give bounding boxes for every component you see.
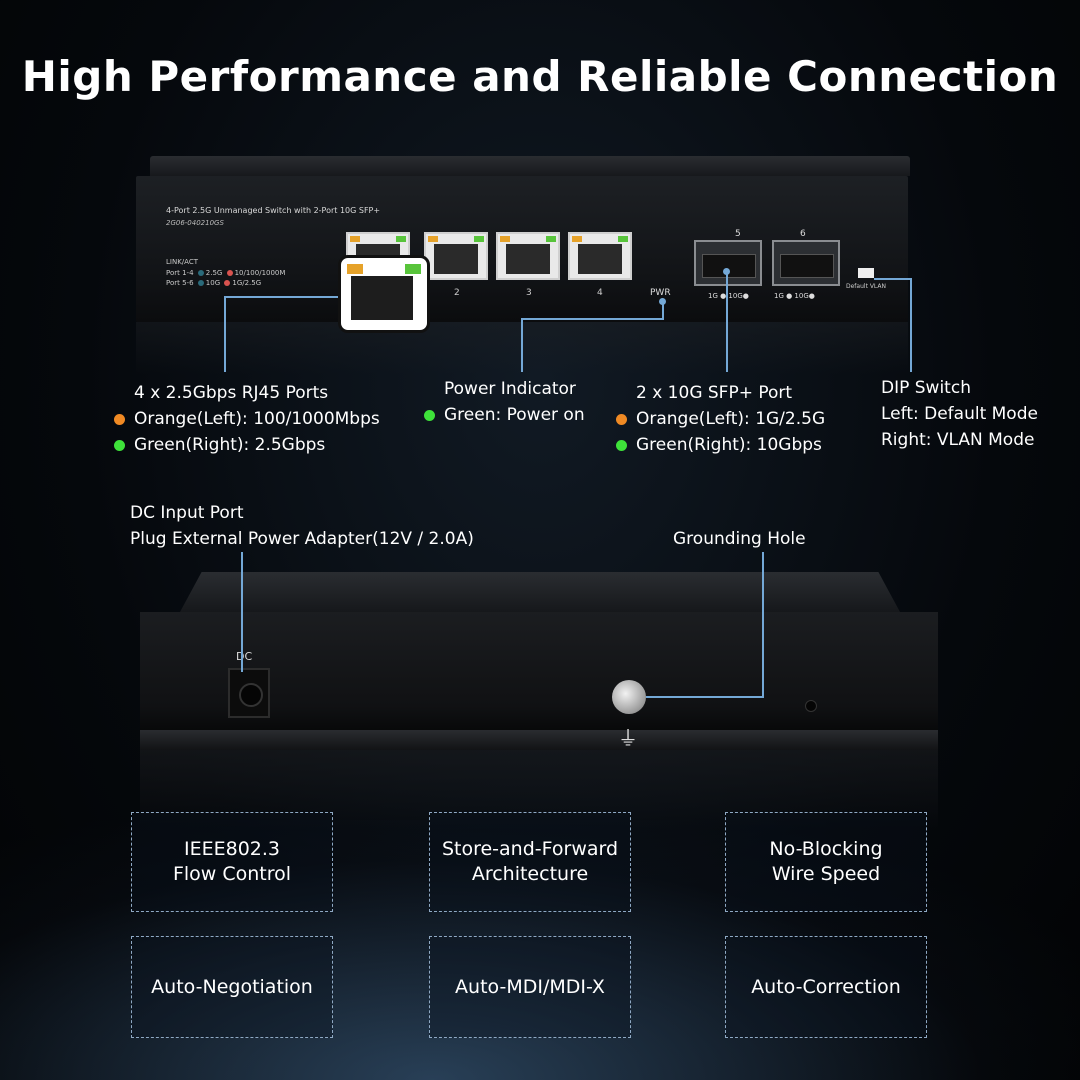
led-legend-row1-label: Port 1-4 bbox=[166, 269, 194, 277]
callout-line bbox=[521, 318, 523, 372]
model-name: 4-Port 2.5G Unmanaged Switch with 2-Port… bbox=[166, 206, 381, 215]
callout-dip-title: DIP Switch bbox=[881, 378, 971, 398]
led-legend-row2-label: Port 5-6 bbox=[166, 279, 194, 287]
dip-switch bbox=[858, 268, 874, 278]
led-legend-row1-b: 10/100/1000M bbox=[234, 269, 286, 277]
callout-sfp-line1-text: Orange(Left): 1G/2.5G bbox=[636, 409, 826, 429]
led-dot-icon bbox=[197, 280, 204, 286]
callout-line bbox=[224, 296, 226, 372]
led-legend-row2-a: 10G bbox=[205, 279, 221, 287]
orange-dot-icon bbox=[616, 414, 627, 425]
callout-rj45-title: 4 x 2.5Gbps RJ45 Ports bbox=[134, 383, 329, 403]
feature-no-blocking-text: No-Blocking Wire Speed bbox=[769, 838, 883, 885]
callout-rj45-line2: Green(Right): 2.5Gbps bbox=[114, 432, 380, 458]
callout-line bbox=[646, 696, 764, 698]
callout-line bbox=[241, 552, 243, 672]
callout-node bbox=[659, 298, 666, 305]
sfp-number: 6 bbox=[800, 229, 806, 239]
callout-line bbox=[726, 272, 728, 372]
led-dot-icon bbox=[226, 270, 233, 276]
sfp-port-5 bbox=[694, 240, 762, 286]
callout-line bbox=[762, 552, 764, 698]
callout-dc: DC Input Port Plug External Power Adapte… bbox=[130, 500, 474, 552]
led-legend-row2-b: 1G/2.5G bbox=[232, 279, 262, 287]
switch-back-bottom bbox=[140, 730, 938, 750]
vent-hole bbox=[805, 700, 817, 712]
callout-power: Power Indicator Green: Power on bbox=[424, 376, 585, 428]
led-legend-row1: Port 1-4 2.5G 10/100/1000M bbox=[166, 269, 285, 277]
feature-auto-negotiation: Auto-Negotiation bbox=[131, 936, 333, 1038]
led-legend-row2: Port 5-6 10G 1G/2.5G bbox=[166, 279, 261, 287]
callout-ground: Grounding Hole bbox=[673, 526, 806, 552]
led-dot-icon bbox=[224, 280, 231, 286]
callout-line bbox=[910, 278, 912, 372]
ground-icon: ⏚ bbox=[618, 726, 638, 750]
sfp-port-6 bbox=[772, 240, 840, 286]
model-code: 2G06-040210GS bbox=[166, 219, 224, 227]
callout-dc-line1: Plug External Power Adapter(12V / 2.0A) bbox=[130, 529, 474, 549]
callout-node bbox=[723, 268, 730, 275]
sfp-number: 5 bbox=[735, 229, 741, 239]
switch-front-top bbox=[150, 156, 910, 176]
callout-power-title: Power Indicator bbox=[444, 379, 576, 399]
callout-line bbox=[662, 300, 664, 320]
pwr-label: PWR bbox=[650, 288, 671, 298]
callout-ground-title: Grounding Hole bbox=[673, 529, 806, 549]
callout-sfp-line2-text: Green(Right): 10Gbps bbox=[636, 435, 822, 455]
fog-background bbox=[0, 820, 1080, 1080]
port-number: 3 bbox=[526, 288, 532, 298]
feature-auto-negotiation-text: Auto-Negotiation bbox=[151, 975, 313, 998]
callout-dip: DIP Switch Left: Default Mode Right: VLA… bbox=[881, 375, 1038, 453]
feature-auto-correction-text: Auto-Correction bbox=[751, 975, 901, 998]
rj45-port-3 bbox=[496, 232, 560, 280]
callout-dc-title: DC Input Port bbox=[130, 503, 244, 523]
led-legend-row1-a: 2.5G bbox=[205, 269, 223, 277]
callout-sfp-title: 2 x 10G SFP+ Port bbox=[636, 383, 793, 403]
callout-sfp-line1: Orange(Left): 1G/2.5G bbox=[616, 406, 825, 432]
feature-flow-control: IEEE802.3 Flow Control bbox=[131, 812, 333, 912]
feature-no-blocking: No-Blocking Wire Speed bbox=[725, 812, 927, 912]
callout-power-line1-text: Green: Power on bbox=[444, 405, 585, 425]
green-dot-icon bbox=[424, 410, 435, 421]
callout-line bbox=[874, 278, 912, 280]
callout-rj45: 4 x 2.5Gbps RJ45 Ports Orange(Left): 100… bbox=[114, 380, 380, 458]
rj45-port-4 bbox=[568, 232, 632, 280]
port-number: 4 bbox=[597, 288, 603, 298]
feature-auto-correction: Auto-Correction bbox=[725, 936, 927, 1038]
switch-back-reflection bbox=[140, 750, 938, 830]
feature-store-forward: Store-and-Forward Architecture bbox=[429, 812, 631, 912]
callout-dip-line2: Right: VLAN Mode bbox=[881, 430, 1035, 450]
sfp-speed-label: 1G ● 10G● bbox=[774, 292, 815, 300]
callout-sfp: 2 x 10G SFP+ Port Orange(Left): 1G/2.5G … bbox=[616, 380, 825, 458]
switch-back-top bbox=[180, 572, 900, 612]
dip-switch-label: Default VLAN bbox=[846, 283, 887, 290]
callout-rj45-line1: Orange(Left): 100/1000Mbps bbox=[114, 406, 380, 432]
callout-rj45-line2-text: Green(Right): 2.5Gbps bbox=[134, 435, 326, 455]
feature-flow-control-text: IEEE802.3 Flow Control bbox=[172, 838, 292, 885]
page-title: High Performance and Reliable Connection bbox=[21, 52, 1059, 101]
callout-power-line1: Green: Power on bbox=[424, 402, 585, 428]
orange-dot-icon bbox=[114, 414, 125, 425]
grounding-screw bbox=[612, 680, 646, 714]
rj45-port-2 bbox=[424, 232, 488, 280]
feature-store-forward-text: Store-and-Forward Architecture bbox=[441, 838, 619, 885]
led-dot-icon bbox=[197, 270, 204, 276]
dc-label: DC bbox=[236, 650, 253, 663]
rj45-zoom-inset bbox=[338, 255, 430, 333]
callout-line bbox=[521, 318, 663, 320]
feature-auto-mdi-text: Auto-MDI/MDI-X bbox=[455, 975, 605, 998]
green-dot-icon bbox=[616, 440, 627, 451]
dc-jack bbox=[228, 668, 270, 718]
callout-line bbox=[224, 296, 338, 298]
port-number: 2 bbox=[454, 288, 460, 298]
switch-back-panel bbox=[140, 612, 938, 730]
green-dot-icon bbox=[114, 440, 125, 451]
callout-rj45-line1-text: Orange(Left): 100/1000Mbps bbox=[134, 409, 380, 429]
sfp-speed-label: 1G ● 10G● bbox=[708, 292, 749, 300]
callout-dip-line1: Left: Default Mode bbox=[881, 404, 1038, 424]
callout-sfp-line2: Green(Right): 10Gbps bbox=[616, 432, 825, 458]
led-legend-header: LINK/ACT bbox=[166, 258, 198, 266]
feature-auto-mdi: Auto-MDI/MDI-X bbox=[429, 936, 631, 1038]
